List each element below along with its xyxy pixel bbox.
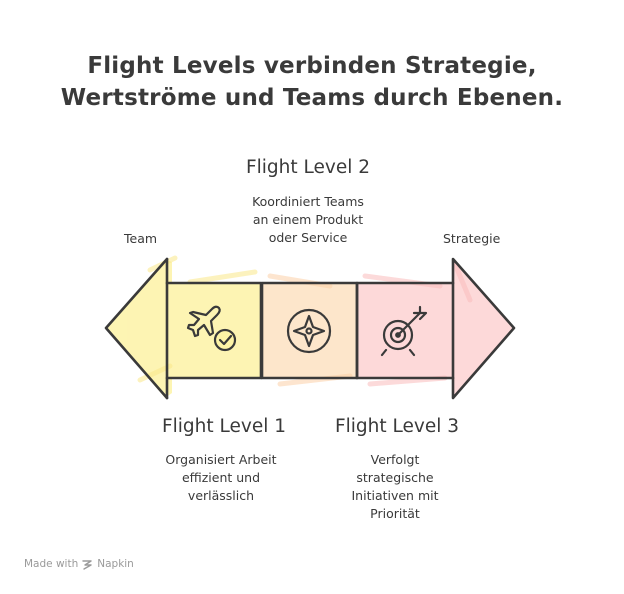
made-with-text: Made with [24, 558, 79, 570]
arrow-outline [104, 257, 516, 400]
side-label-strategie: Strategie [443, 231, 501, 246]
level-1-desc-line: effizient und [181, 470, 261, 485]
level-2-desc-line: an einem Produkt [252, 212, 364, 227]
level-3-desc-line: Initiativen mit [351, 488, 439, 503]
level-3-title: Flight Level 3 [334, 416, 459, 437]
side-label-team: Team [124, 231, 158, 246]
level-3-desc-line: Verfolgt [370, 452, 420, 467]
napkin-logo-icon [82, 559, 92, 570]
title-line-2: Wertströme und Teams durch Ebenen. [60, 85, 564, 111]
segment-level-3 [355, 281, 455, 380]
level-2-desc-line: Koordiniert Teams [252, 194, 364, 209]
level-1-desc-line: Organisiert Arbeit [165, 452, 277, 467]
airplane-check-icon [186, 305, 237, 352]
level-1-description: Organisiert Arbeit effizient und verläss… [131, 451, 311, 505]
napkin-brand: Napkin [97, 558, 134, 570]
level-2-title: Flight Level 2 [245, 157, 370, 178]
level-3-desc-line: strategische [356, 470, 434, 485]
compass-icon [286, 308, 332, 354]
diagram-title: Flight Levels verbinden Strategie, Werts… [0, 50, 624, 114]
target-arrow-icon [380, 305, 428, 357]
level-3-description: Verfolgt strategische Initiativen mit Pr… [305, 451, 485, 523]
title-line-1: Flight Levels verbinden Strategie, [87, 53, 537, 79]
level-2-desc-line: oder Service [268, 230, 348, 245]
level-3-desc-line: Priorität [370, 506, 420, 521]
level-1-title: Flight Level 1 [161, 416, 286, 437]
footer-made-with[interactable]: Made with Napkin [24, 558, 134, 570]
level-1-desc-line: verlässlich [187, 488, 255, 503]
level-2-description: Koordiniert Teams an einem Produkt oder … [218, 193, 398, 247]
